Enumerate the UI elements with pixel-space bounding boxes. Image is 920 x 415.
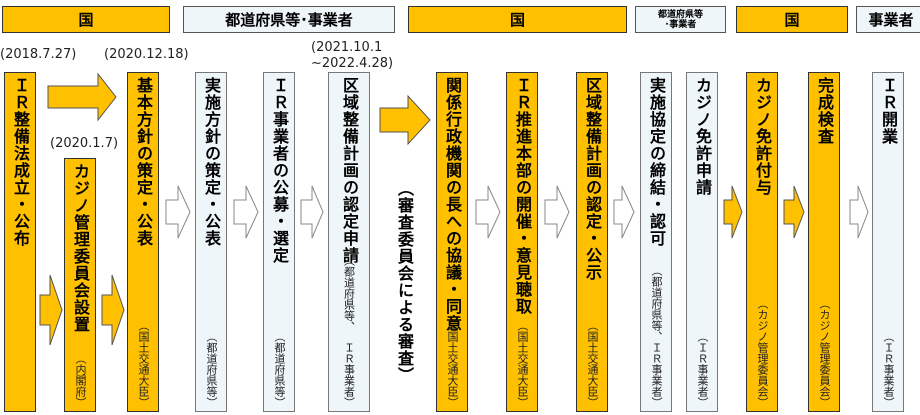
text-label: （内閣府） — [74, 353, 87, 408]
arrow-right-icon — [233, 185, 259, 239]
text-label: （ＩＲ事業者） — [882, 331, 895, 408]
arrow-right-icon — [165, 185, 191, 239]
text-label: （ＩＲ事業者） — [696, 331, 709, 408]
text-label: カジノ免許付与 — [753, 77, 772, 196]
date-label: (2020.1.7) — [50, 136, 119, 151]
date-label: (2018.7.27) — [0, 47, 77, 62]
step-implementation-agreement: 実施協定の締結・認可 （都道府県等、ＩＲ事業者） — [640, 72, 672, 412]
header-operator: 事業者 — [856, 6, 920, 33]
text-label: （国土交通大臣） — [137, 320, 150, 408]
review-label: （審査委員会による審査） — [395, 180, 414, 384]
step-operator-selection: ＩＲ事業者の公募・選定 （都道府県等） — [263, 72, 295, 412]
header-local-operator: 都道府県等 ･事業者 — [635, 6, 726, 33]
text-label: （都道府県等） — [205, 331, 218, 408]
step-completion-inspection: 完成検査 （カジノ管理委員会） — [808, 72, 840, 412]
text-label: （国土交通大臣） — [446, 320, 459, 408]
date-label: (2020.12.18) — [104, 47, 189, 62]
step-casino-license-grant: カジノ免許付与 （カジノ管理委員会） — [746, 72, 778, 412]
text-label: 実施協定の締結・認可 — [647, 77, 666, 247]
text-label: （カジノ管理委員会） — [756, 298, 769, 408]
text-label: （都道府県等） — [273, 331, 286, 408]
date-label: (2021.10.1 — [311, 40, 383, 55]
text-label: （国土交通大臣） — [516, 320, 529, 408]
arrow-right-icon — [300, 185, 324, 239]
header-national: 国 — [736, 6, 848, 33]
arrow-right-icon — [613, 185, 635, 239]
text-label: 区域整備計画の認定・公示 — [583, 77, 602, 281]
text-label: （国土交通大臣） — [586, 320, 599, 408]
arrow-right-icon — [101, 274, 125, 346]
text-label: （都道府県等、ＩＲ事業者） — [650, 265, 663, 408]
step-basic-policy: 基本方針の策定・公表 （国土交通大臣） — [127, 72, 159, 412]
text-label: 基本方針の策定・公表 — [134, 77, 153, 247]
arrow-right-icon — [849, 185, 869, 239]
arrow-right-icon — [47, 72, 117, 122]
text-label: ＩＲ推進本部の開催・意見聴取 — [513, 77, 532, 315]
step-ir-opening: ＩＲ開業 （ＩＲ事業者） — [872, 72, 904, 412]
text-label: 実施方針の策定・公表 — [202, 77, 221, 247]
arrow-right-icon — [723, 185, 743, 239]
header-local-operator: 都道府県等･事業者 — [183, 6, 395, 33]
arrow-right-icon — [379, 94, 431, 146]
text-label: （都道府県等、 — [342, 255, 356, 332]
arrow-right-icon — [544, 185, 570, 239]
text-label: 完成検査 — [815, 77, 834, 145]
step-ir-headquarters: ＩＲ推進本部の開催・意見聴取 （国土交通大臣） — [506, 72, 538, 412]
text-label: ＩＲ事業者の公募・選定 — [270, 77, 289, 264]
step-casino-license-application: カジノ免許申請 （ＩＲ事業者） — [686, 72, 718, 412]
arrow-right-icon — [475, 185, 501, 239]
step-implementation-policy: 実施方針の策定・公表 （都道府県等） — [195, 72, 227, 412]
header-national: 国 — [2, 6, 170, 33]
step-casino-commission: カジノ管理委員会設置 （内閣府） — [64, 158, 96, 412]
text-label: 関係行政機関の長への協議・同意 — [443, 77, 462, 332]
arrow-right-icon — [39, 274, 63, 346]
step-ir-law: ＩＲ整備法成立・公布 — [4, 72, 36, 412]
text-label: カジノ管理委員会設置 — [71, 163, 90, 333]
text-label: ＩＲ事業者） — [342, 342, 356, 408]
step-ministry-consultation: 関係行政機関の長への協議・同意（国土交通大臣） — [436, 72, 468, 412]
step-plan-application: 区域整備計画の認定申請 （都道府県等、 ＩＲ事業者） — [328, 72, 370, 412]
step-plan-approval: 区域整備計画の認定・公示 （国土交通大臣） — [576, 72, 608, 412]
text-label: （カジノ管理委員会） — [818, 298, 831, 408]
text-label: ＩＲ整備法成立・公布 — [11, 77, 30, 247]
date-label: ~2022.4.28) — [311, 56, 394, 71]
text-label: カジノ免許申請 — [693, 77, 712, 196]
text-label: 区域整備計画の認定申請 — [340, 77, 359, 264]
arrow-right-icon — [783, 185, 805, 239]
text-label: ＩＲ開業 — [879, 77, 898, 145]
header-national: 国 — [408, 6, 627, 33]
